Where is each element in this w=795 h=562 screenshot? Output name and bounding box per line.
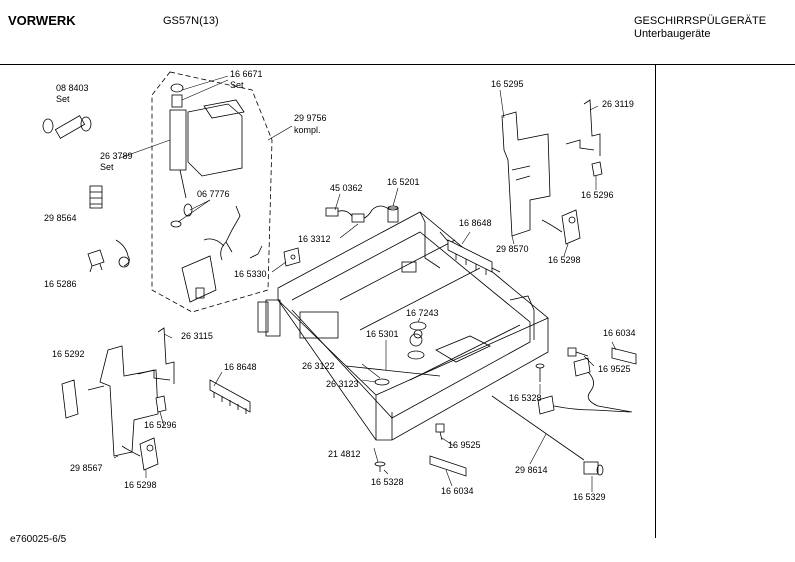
label-16-9525-bottom: 16 9525	[448, 440, 481, 450]
base-tub	[257, 211, 549, 441]
label-16-5201: 16 5201	[387, 177, 420, 187]
label-26-3123: 26 3123	[326, 379, 359, 389]
label-16-5298-left: 16 5298	[124, 480, 157, 490]
label-29-8564: 29 8564	[44, 213, 77, 223]
label-16-7243: 16 7243	[406, 308, 439, 318]
part-labels: 08 8403 Set 16 6671 Set 29 9756 kompl. 2…	[44, 69, 636, 502]
bracket-29-8570	[501, 111, 551, 237]
switch-16-5298-left	[121, 437, 159, 471]
label-16-5328-bottom: 16 5328	[371, 477, 404, 487]
label-set-2: Set	[230, 80, 244, 90]
label-16-5298-right: 16 5298	[548, 255, 581, 265]
connector-16-6034-right	[611, 347, 637, 365]
leader-lines	[113, 75, 617, 492]
label-16-5328-right: 16 5328	[509, 393, 542, 403]
valve-assembly	[169, 83, 263, 303]
label-16-5296-right: 16 5296	[581, 190, 614, 200]
label-26-3122: 26 3122	[302, 361, 335, 371]
bracket-26-3119	[565, 99, 603, 177]
label-21-4812: 21 4812	[328, 449, 361, 459]
hose-part	[115, 239, 130, 268]
screw-16-9525-right	[567, 347, 589, 357]
label-26-3115: 26 3115	[181, 331, 213, 341]
label-16-6671: 16 6671	[230, 69, 263, 79]
side-divider	[655, 64, 656, 538]
screw-16-5328-bottom	[374, 461, 386, 472]
hose-clamp-set	[42, 115, 92, 139]
label-16-8648-right: 16 8648	[459, 218, 492, 228]
label-29-8570: 29 8570	[496, 244, 529, 254]
label-set-3: Set	[100, 162, 114, 172]
label-26-3789: 26 3789	[100, 151, 133, 161]
assembly-boundary	[151, 71, 273, 313]
bracket-29-8567	[87, 345, 159, 457]
small-block-16-5330	[283, 247, 301, 267]
bracket-26-3115	[137, 327, 175, 384]
label-16-5329: 16 5329	[573, 492, 606, 502]
label-kompl: kompl.	[294, 125, 321, 135]
wiring-harness	[537, 357, 633, 415]
model-number: GS57N(13)	[163, 15, 219, 27]
label-16-8648-left: 16 8648	[224, 362, 257, 372]
label-29-8614: 29 8614	[515, 465, 548, 475]
label-16-5301: 16 5301	[366, 329, 399, 339]
label-06-7776: 06 7776	[197, 189, 230, 199]
screw-16-9525-bottom	[435, 423, 445, 441]
label-set-1: Set	[56, 94, 70, 104]
category-title: GESCHIRRSPÜLGERÄTE	[634, 15, 767, 27]
strip-16-8648-left	[209, 379, 251, 414]
clip-16-5296-left	[155, 395, 167, 413]
screw-16-5328-right	[535, 363, 545, 382]
cover-16-5292	[61, 379, 79, 419]
drawing-code: e760025-6/5	[10, 534, 67, 545]
label-16-5295: 16 5295	[491, 79, 524, 89]
subcategory-title: Unterbaugeräte	[634, 28, 711, 40]
brand-name: VORWERK	[8, 13, 76, 28]
label-29-8567: 29 8567	[70, 463, 103, 473]
label-16-3312: 16 3312	[298, 234, 331, 244]
label-16-5330: 16 5330	[234, 269, 267, 279]
header-divider	[0, 64, 795, 65]
strip-16-8648-right	[447, 239, 493, 275]
label-16-6034-right: 16 6034	[603, 328, 636, 338]
cable-assembly	[325, 205, 399, 223]
label-16-9525-right: 16 9525	[598, 364, 631, 374]
label-45-0362: 45 0362	[330, 183, 363, 193]
clip-part-left	[87, 249, 105, 273]
label-16-5296-left: 16 5296	[144, 420, 177, 430]
label-08-8403: 08 8403	[56, 83, 89, 93]
label-29-9756: 29 9756	[294, 113, 327, 123]
label-16-6034-bottom: 16 6034	[441, 486, 474, 496]
switch-16-5298-right	[541, 209, 581, 245]
label-16-5292: 16 5292	[52, 349, 85, 359]
connector-16-6034-bottom	[429, 455, 467, 477]
spring-part	[89, 185, 103, 209]
valve-16-5329	[583, 461, 604, 476]
label-16-5286: 16 5286	[44, 279, 77, 289]
label-26-3119: 26 3119	[602, 99, 634, 109]
rod-29-8614	[491, 395, 585, 461]
